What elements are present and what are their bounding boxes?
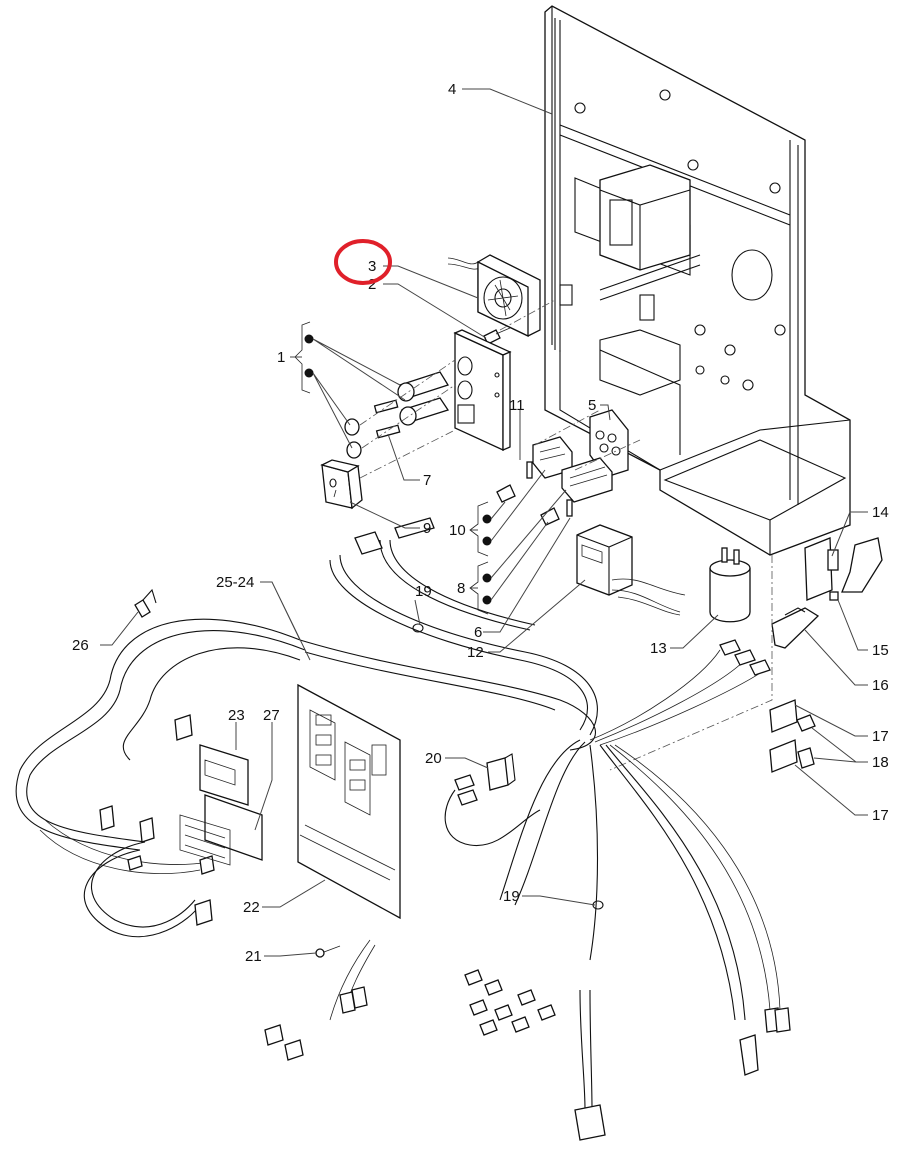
callout-18: 18 (872, 754, 889, 771)
part-fuse-holders (344, 359, 456, 459)
part-lever (829, 537, 883, 601)
part-terminal-blocks (496, 409, 641, 526)
bracket-group-10 (469, 469, 546, 557)
callout-labels: 4 3 2 1 7 9 11 5 10 8 6 12 13 14 15 16 1… (72, 81, 889, 965)
callout-11: 11 (509, 397, 525, 414)
callout-27: 27 (263, 707, 280, 724)
part-screw-21 (315, 945, 341, 958)
callout-23: 23 (228, 707, 245, 724)
highlight-ring (334, 239, 392, 285)
callout-14: 14 (872, 504, 889, 521)
callout-2: 2 (368, 276, 376, 293)
assembly-axis (609, 555, 773, 771)
callout-25-24: 25-24 (216, 574, 254, 591)
part-bracket-plate (804, 537, 839, 601)
callout-26: 26 (72, 637, 89, 654)
callout-17-upper: 17 (872, 728, 889, 745)
callout-6: 6 (474, 624, 482, 641)
callout-7: 7 (423, 472, 431, 489)
callout-17-lower: 17 (872, 807, 889, 824)
part-capacitor (709, 547, 751, 623)
callout-19-upper: 19 (415, 583, 432, 600)
callout-4: 4 (448, 81, 456, 98)
callout-21: 21 (245, 948, 262, 965)
part-transformer (576, 524, 686, 616)
part-panel-frame (544, 5, 851, 556)
callout-12: 12 (467, 644, 484, 661)
callout-22: 22 (243, 899, 260, 916)
callout-16: 16 (872, 677, 889, 694)
assembly-axis (499, 299, 556, 331)
callout-10: 10 (449, 522, 466, 539)
part-cable-clamp (134, 588, 157, 618)
callout-1: 1 (277, 349, 285, 366)
callout-19-lower: 19 (503, 888, 520, 905)
part-cooling-fan (447, 254, 541, 338)
part-wiring-harness (15, 517, 791, 1141)
part-rocker-switch (320, 429, 456, 510)
callout-3: 3 (368, 258, 376, 275)
callout-13: 13 (650, 640, 667, 657)
callout-20: 20 (425, 750, 442, 767)
bracket-group-8 (469, 489, 567, 615)
callout-5: 5 (588, 397, 596, 414)
callout-15: 15 (872, 642, 889, 659)
part-toggle-switch (486, 753, 516, 791)
callout-9: 9 (423, 520, 431, 537)
callout-8: 8 (457, 580, 465, 597)
part-fuse-bracket (453, 329, 512, 452)
part-main-control-board (297, 683, 401, 920)
part-interface-board (199, 744, 249, 806)
part-insulating-plates (769, 699, 798, 773)
part-door-microswitch (771, 607, 820, 649)
part-microswitches (796, 714, 816, 769)
part-power-board (179, 794, 263, 866)
